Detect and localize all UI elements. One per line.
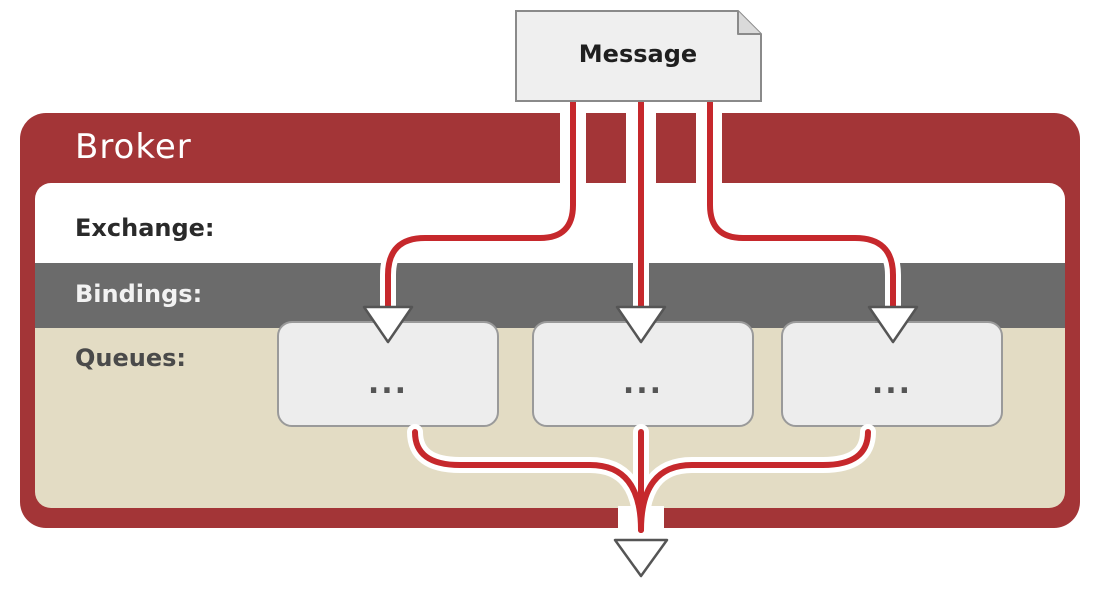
route-line-right — [707, 97, 896, 313]
message-label: Message — [578, 40, 698, 68]
queue-2-content: ... — [622, 366, 664, 401]
arrow-output-icon — [613, 538, 669, 578]
arrow-into-queue-2-icon — [615, 305, 667, 344]
bindings-label: Bindings: — [75, 280, 203, 308]
route-line-left — [385, 97, 576, 313]
message-document-icon — [515, 10, 762, 102]
queue-1-content: ... — [367, 366, 409, 401]
consumer-line-right — [638, 429, 871, 533]
broker-title: Broker — [75, 127, 192, 167]
consumer-line-left — [412, 429, 644, 533]
arrow-into-queue-1-icon — [362, 305, 414, 344]
queues-label: Queues: — [75, 344, 187, 372]
message-fold-corner — [737, 11, 761, 35]
queue-3-content: ... — [871, 366, 913, 401]
exchange-label: Exchange: — [75, 214, 215, 242]
arrow-into-queue-3-icon — [867, 305, 919, 344]
